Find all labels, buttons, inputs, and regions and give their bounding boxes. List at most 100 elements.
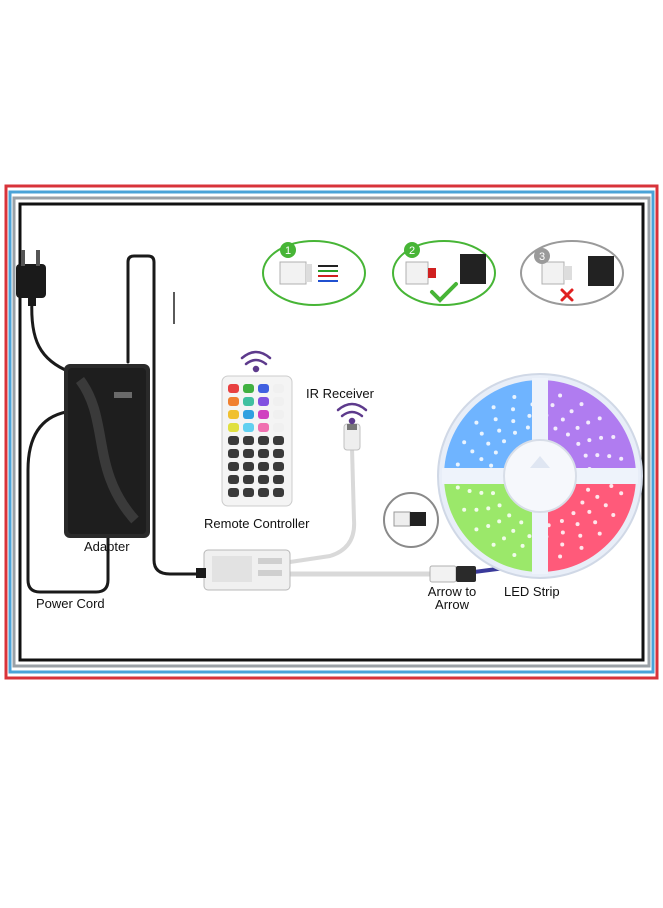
check-icon [430, 282, 458, 303]
led-dot [586, 420, 591, 425]
connector-detail-inset [383, 492, 439, 548]
remote-key [273, 462, 284, 471]
led-dot [512, 395, 517, 400]
remote-key [273, 397, 284, 406]
led-dot [575, 522, 580, 527]
remote-key [243, 384, 254, 393]
remote-key [273, 436, 284, 445]
step-number: 2 [409, 245, 415, 257]
led-dot [455, 485, 460, 490]
remote-key [243, 449, 254, 458]
led-dot [486, 441, 491, 446]
remote-key [258, 449, 269, 458]
led-dot [502, 536, 506, 541]
led-dot [569, 409, 574, 414]
led-dot [553, 426, 558, 431]
led-dot [558, 554, 563, 559]
led-dot [486, 506, 491, 511]
led-dot [470, 449, 475, 454]
led-dot [593, 520, 598, 525]
cross-icon [560, 288, 574, 302]
led-dot [512, 552, 517, 557]
led-dot [507, 513, 512, 518]
led-dot [479, 431, 484, 436]
led-dot [527, 534, 532, 539]
remote-key [258, 462, 269, 471]
remote-key [258, 384, 269, 393]
remote-key [243, 436, 254, 445]
remote-key [273, 488, 284, 497]
led-dot [520, 543, 525, 548]
led-dot [560, 530, 565, 535]
step-2: 2 [392, 240, 496, 306]
led-dot [611, 435, 616, 440]
step-number: 1 [285, 245, 291, 257]
step-number: 3 [539, 251, 545, 263]
remote-key [243, 410, 254, 419]
remote-key [243, 488, 254, 497]
ir-receiver [343, 423, 361, 451]
led-dot [467, 488, 472, 493]
led-dot [489, 463, 494, 468]
remote-key [228, 384, 239, 393]
remote-key [258, 397, 269, 406]
led-dot [497, 519, 502, 524]
remote-key [273, 423, 284, 432]
remote-key [228, 436, 239, 445]
remote-key [258, 410, 269, 419]
remote-controller [221, 375, 293, 507]
wifi-signal-icon [240, 350, 272, 373]
led-dot [599, 435, 604, 440]
led-dot [603, 503, 608, 508]
remote-key [258, 488, 269, 497]
led-dot [462, 440, 467, 445]
remote-controller-label: Remote Controller [204, 516, 310, 531]
remote-key [243, 423, 254, 432]
led-dot [511, 407, 516, 412]
led-dot [607, 454, 612, 459]
led-dot [578, 533, 583, 538]
led-dot [597, 531, 602, 536]
arrow-to-label-line2: Arrow [435, 597, 469, 612]
led-dot [579, 402, 584, 407]
remote-key [258, 423, 269, 432]
led-dot [611, 512, 616, 517]
led-dot [455, 462, 460, 467]
led-dot [511, 419, 516, 424]
remote-key [273, 449, 284, 458]
led-dot [586, 487, 591, 492]
remote-key [228, 410, 239, 419]
led-strip-label: LED Strip [504, 584, 560, 599]
led-dot [587, 438, 592, 443]
led-dot [519, 520, 524, 525]
remote-key [258, 475, 269, 484]
remote-key [273, 384, 284, 393]
led-controller-box [196, 549, 291, 591]
cables [26, 254, 507, 594]
ir-receiver-label: IR Receiver [306, 386, 374, 401]
arrow-connector [429, 565, 476, 583]
led-dot [527, 413, 532, 418]
remote-key [228, 397, 239, 406]
ir-receiver-cable [288, 446, 357, 564]
led-dot [559, 518, 564, 523]
led-dot [462, 507, 467, 512]
remote-key [243, 475, 254, 484]
led-dot [491, 542, 496, 547]
led-dot [513, 430, 517, 435]
led-dot [474, 420, 479, 425]
led-dot [579, 545, 584, 550]
step-1: 1 [262, 240, 366, 306]
remote-key [273, 410, 284, 419]
plug-icon [16, 250, 46, 306]
led-dot [525, 425, 530, 430]
power-adapter [64, 364, 150, 538]
led-dot [576, 441, 581, 446]
power-cord [26, 410, 110, 594]
remote-key [228, 488, 239, 497]
led-dot [560, 417, 565, 422]
dc-cable [126, 254, 210, 576]
connection-steps: 1 2 3 [262, 240, 624, 306]
remote-key [228, 462, 239, 471]
plug-cable [30, 298, 72, 374]
